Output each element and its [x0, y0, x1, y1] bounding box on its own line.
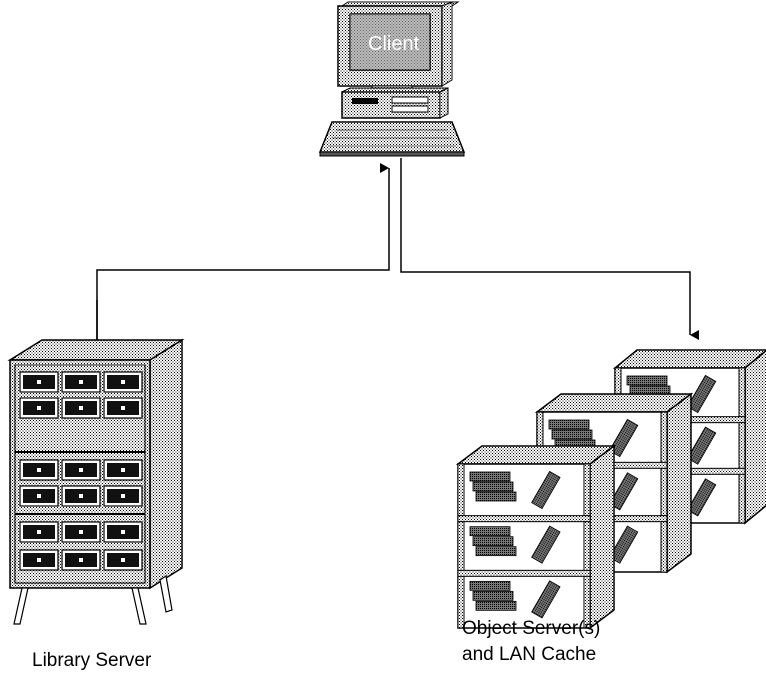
object-server-label-line1: Object Server(s): [462, 618, 601, 639]
library-server-label: Library Server: [32, 650, 152, 671]
connectors: [96, 158, 699, 357]
object-server-label: Object Server(s) and LAN Cache: [462, 616, 600, 668]
client-label: Client: [368, 33, 420, 55]
server-drawer: [103, 549, 143, 571]
server-drawer: [61, 485, 101, 507]
server-drawer: [61, 459, 101, 481]
server-drawer: [19, 549, 59, 571]
server-drawer: [103, 397, 143, 419]
object-server-label-line2: and LAN Cache: [462, 644, 597, 665]
server-drawer: [19, 521, 59, 543]
server-drawer: [19, 371, 59, 393]
server-drawer: [103, 521, 143, 543]
server-drawer: [61, 397, 101, 419]
keyboard: [318, 121, 466, 153]
library-server: [7, 338, 185, 625]
server-drawer: [19, 397, 59, 419]
client-computer: Client: [318, 1, 466, 157]
connector-client-to-object-server: [400, 158, 699, 340]
server-drawer: [19, 459, 59, 481]
connector-library-to-client: [96, 163, 390, 352]
server-drawers: [19, 371, 143, 571]
server-drawer: [19, 485, 59, 507]
server-drawer: [103, 485, 143, 507]
server-drawer: [103, 459, 143, 481]
server-drawer: [103, 371, 143, 393]
server-drawer: [61, 521, 101, 543]
bookshelf: [455, 444, 617, 630]
object-server-stack: [455, 349, 766, 630]
system-unit: [341, 91, 441, 119]
server-drawer: [61, 549, 101, 571]
server-drawer: [61, 371, 101, 393]
